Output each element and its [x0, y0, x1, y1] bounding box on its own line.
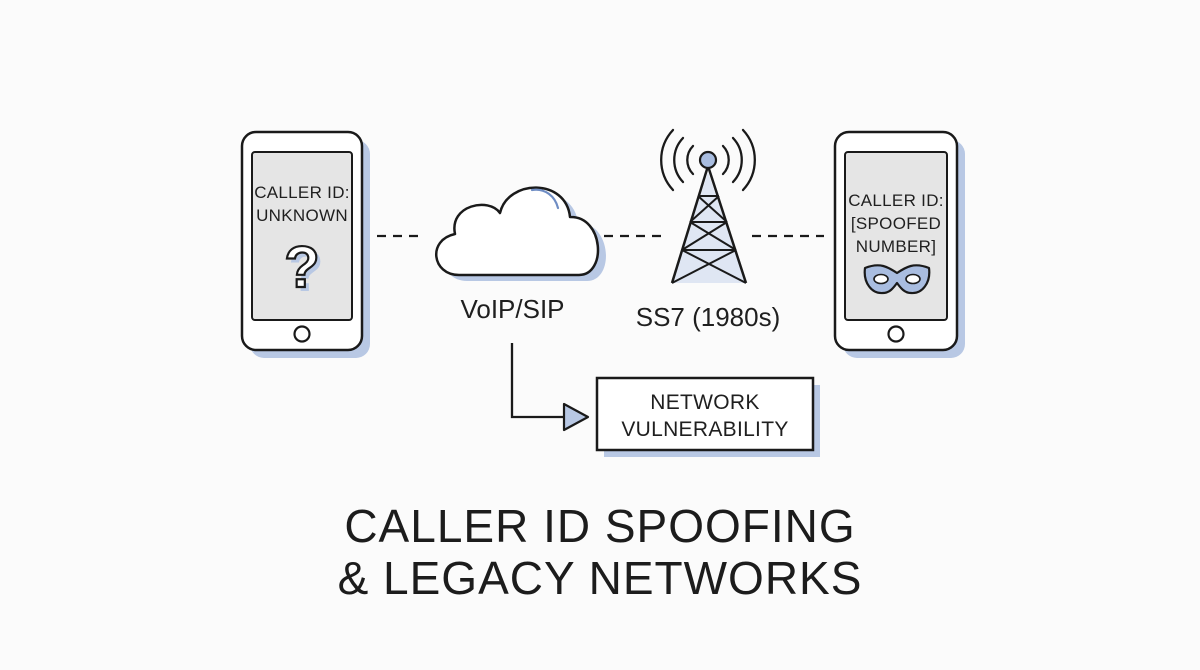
- right-phone-icon: [833, 130, 965, 358]
- vulnerability-box-line1: NETWORK: [650, 391, 760, 414]
- left-phone-caller-id-label: CALLER ID:: [254, 183, 350, 202]
- cloud-node-label: VoIP/SIP: [460, 294, 565, 324]
- tower-node-label: SS7 (1980s): [635, 302, 781, 332]
- left-phone-caller-id-value: UNKNOWN: [256, 206, 348, 225]
- cloud-icon: [435, 186, 606, 281]
- vulnerability-box: [595, 376, 820, 457]
- right-phone-screen-text: CALLER ID: [SPOOFED NUMBER]: [845, 189, 947, 258]
- left-phone-icon: ? ?: [240, 130, 370, 358]
- radio-tower-icon: [660, 128, 756, 284]
- mask-icon: [863, 264, 931, 295]
- diagram-title-line2: & LEGACY NETWORKS: [337, 552, 863, 604]
- left-phone-screen-text: CALLER ID: UNKNOWN: [252, 181, 352, 227]
- question-mark-icon: ?: [288, 239, 323, 304]
- right-phone-caller-id-value-line2: NUMBER]: [855, 237, 937, 256]
- svg-text:?: ?: [284, 235, 319, 300]
- diagram-title-line1: CALLER ID SPOOFING: [344, 500, 856, 552]
- elbow-arrow-to-vulnerability: [510, 343, 590, 432]
- vulnerability-box-text: NETWORK VULNERABILITY: [597, 389, 813, 443]
- vulnerability-box-line2: VULNERABILITY: [621, 418, 789, 441]
- right-phone-caller-id-label: CALLER ID:: [848, 191, 944, 210]
- diagram-title: CALLER ID SPOOFING & LEGACY NETWORKS: [200, 500, 1000, 604]
- right-phone-caller-id-value-line1: [SPOOFED: [850, 214, 942, 233]
